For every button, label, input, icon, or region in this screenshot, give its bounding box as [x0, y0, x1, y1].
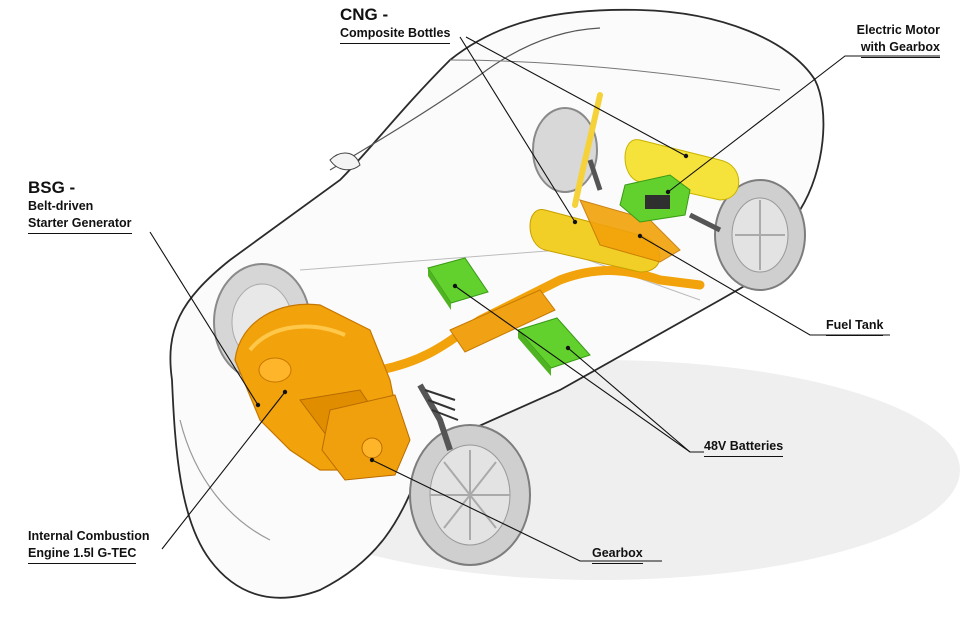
bsg-line1: Belt-driven: [28, 199, 94, 213]
leader-cng-a: [465, 36, 687, 157]
engine-line2: Engine 1.5l G-TEC: [28, 545, 137, 564]
leader-gearbox: [371, 459, 662, 562]
front-suspension: [417, 383, 459, 451]
bsg-title: BSG -: [28, 178, 76, 197]
filler-pipe: [572, 92, 603, 208]
electric-motor-unit: [619, 174, 691, 223]
bsg-label: BSG - Belt-driven Starter Generator: [28, 178, 132, 234]
gearbox-text: Gearbox: [592, 545, 643, 564]
cng-label: CNG - Composite Bottles: [340, 5, 451, 44]
engine-line1: Internal Combustion: [28, 529, 150, 543]
rear-suspension: [587, 159, 722, 233]
battery-pack-1: [427, 257, 489, 310]
exhaust-pipe: [375, 266, 705, 375]
leader-lines: [149, 36, 940, 562]
leader-bsg: [149, 231, 259, 406]
battery-pack-2: [517, 317, 591, 376]
roof-line: [449, 59, 781, 91]
leader-cng-b: [459, 36, 576, 223]
fuel-tank-text: Fuel Tank: [826, 317, 884, 336]
cng-subtitle: Composite Bottles: [340, 25, 451, 44]
catalytic-converter: [449, 289, 556, 353]
cng-title: CNG -: [340, 5, 389, 24]
electric-motor-line2: with Gearbox: [860, 39, 940, 58]
bsg-line2: Starter Generator: [28, 215, 132, 234]
gearbox-label: Gearbox: [592, 545, 643, 564]
rear-right-wheel: [714, 179, 806, 291]
leader-dots: [255, 153, 689, 463]
batteries-text: 48V Batteries: [704, 438, 784, 457]
windshield-line: [329, 27, 601, 171]
leader-motor: [667, 55, 940, 193]
electric-motor-line1: Electric Motor: [856, 23, 940, 37]
engine-label: Internal Combustion Engine 1.5l G-TEC: [28, 528, 150, 564]
gearbox-unit: [321, 394, 411, 481]
front-right-wheel: [409, 424, 531, 566]
front-bumper: [179, 419, 271, 541]
batteries-label: 48V Batteries: [704, 438, 784, 457]
fuel-tank-label: Fuel Tank: [826, 317, 884, 336]
leader-batteries-b: [567, 347, 704, 453]
leader-engine: [161, 391, 286, 550]
electric-motor-label: Electric Motor with Gearbox: [830, 22, 940, 58]
mirror: [329, 152, 361, 171]
